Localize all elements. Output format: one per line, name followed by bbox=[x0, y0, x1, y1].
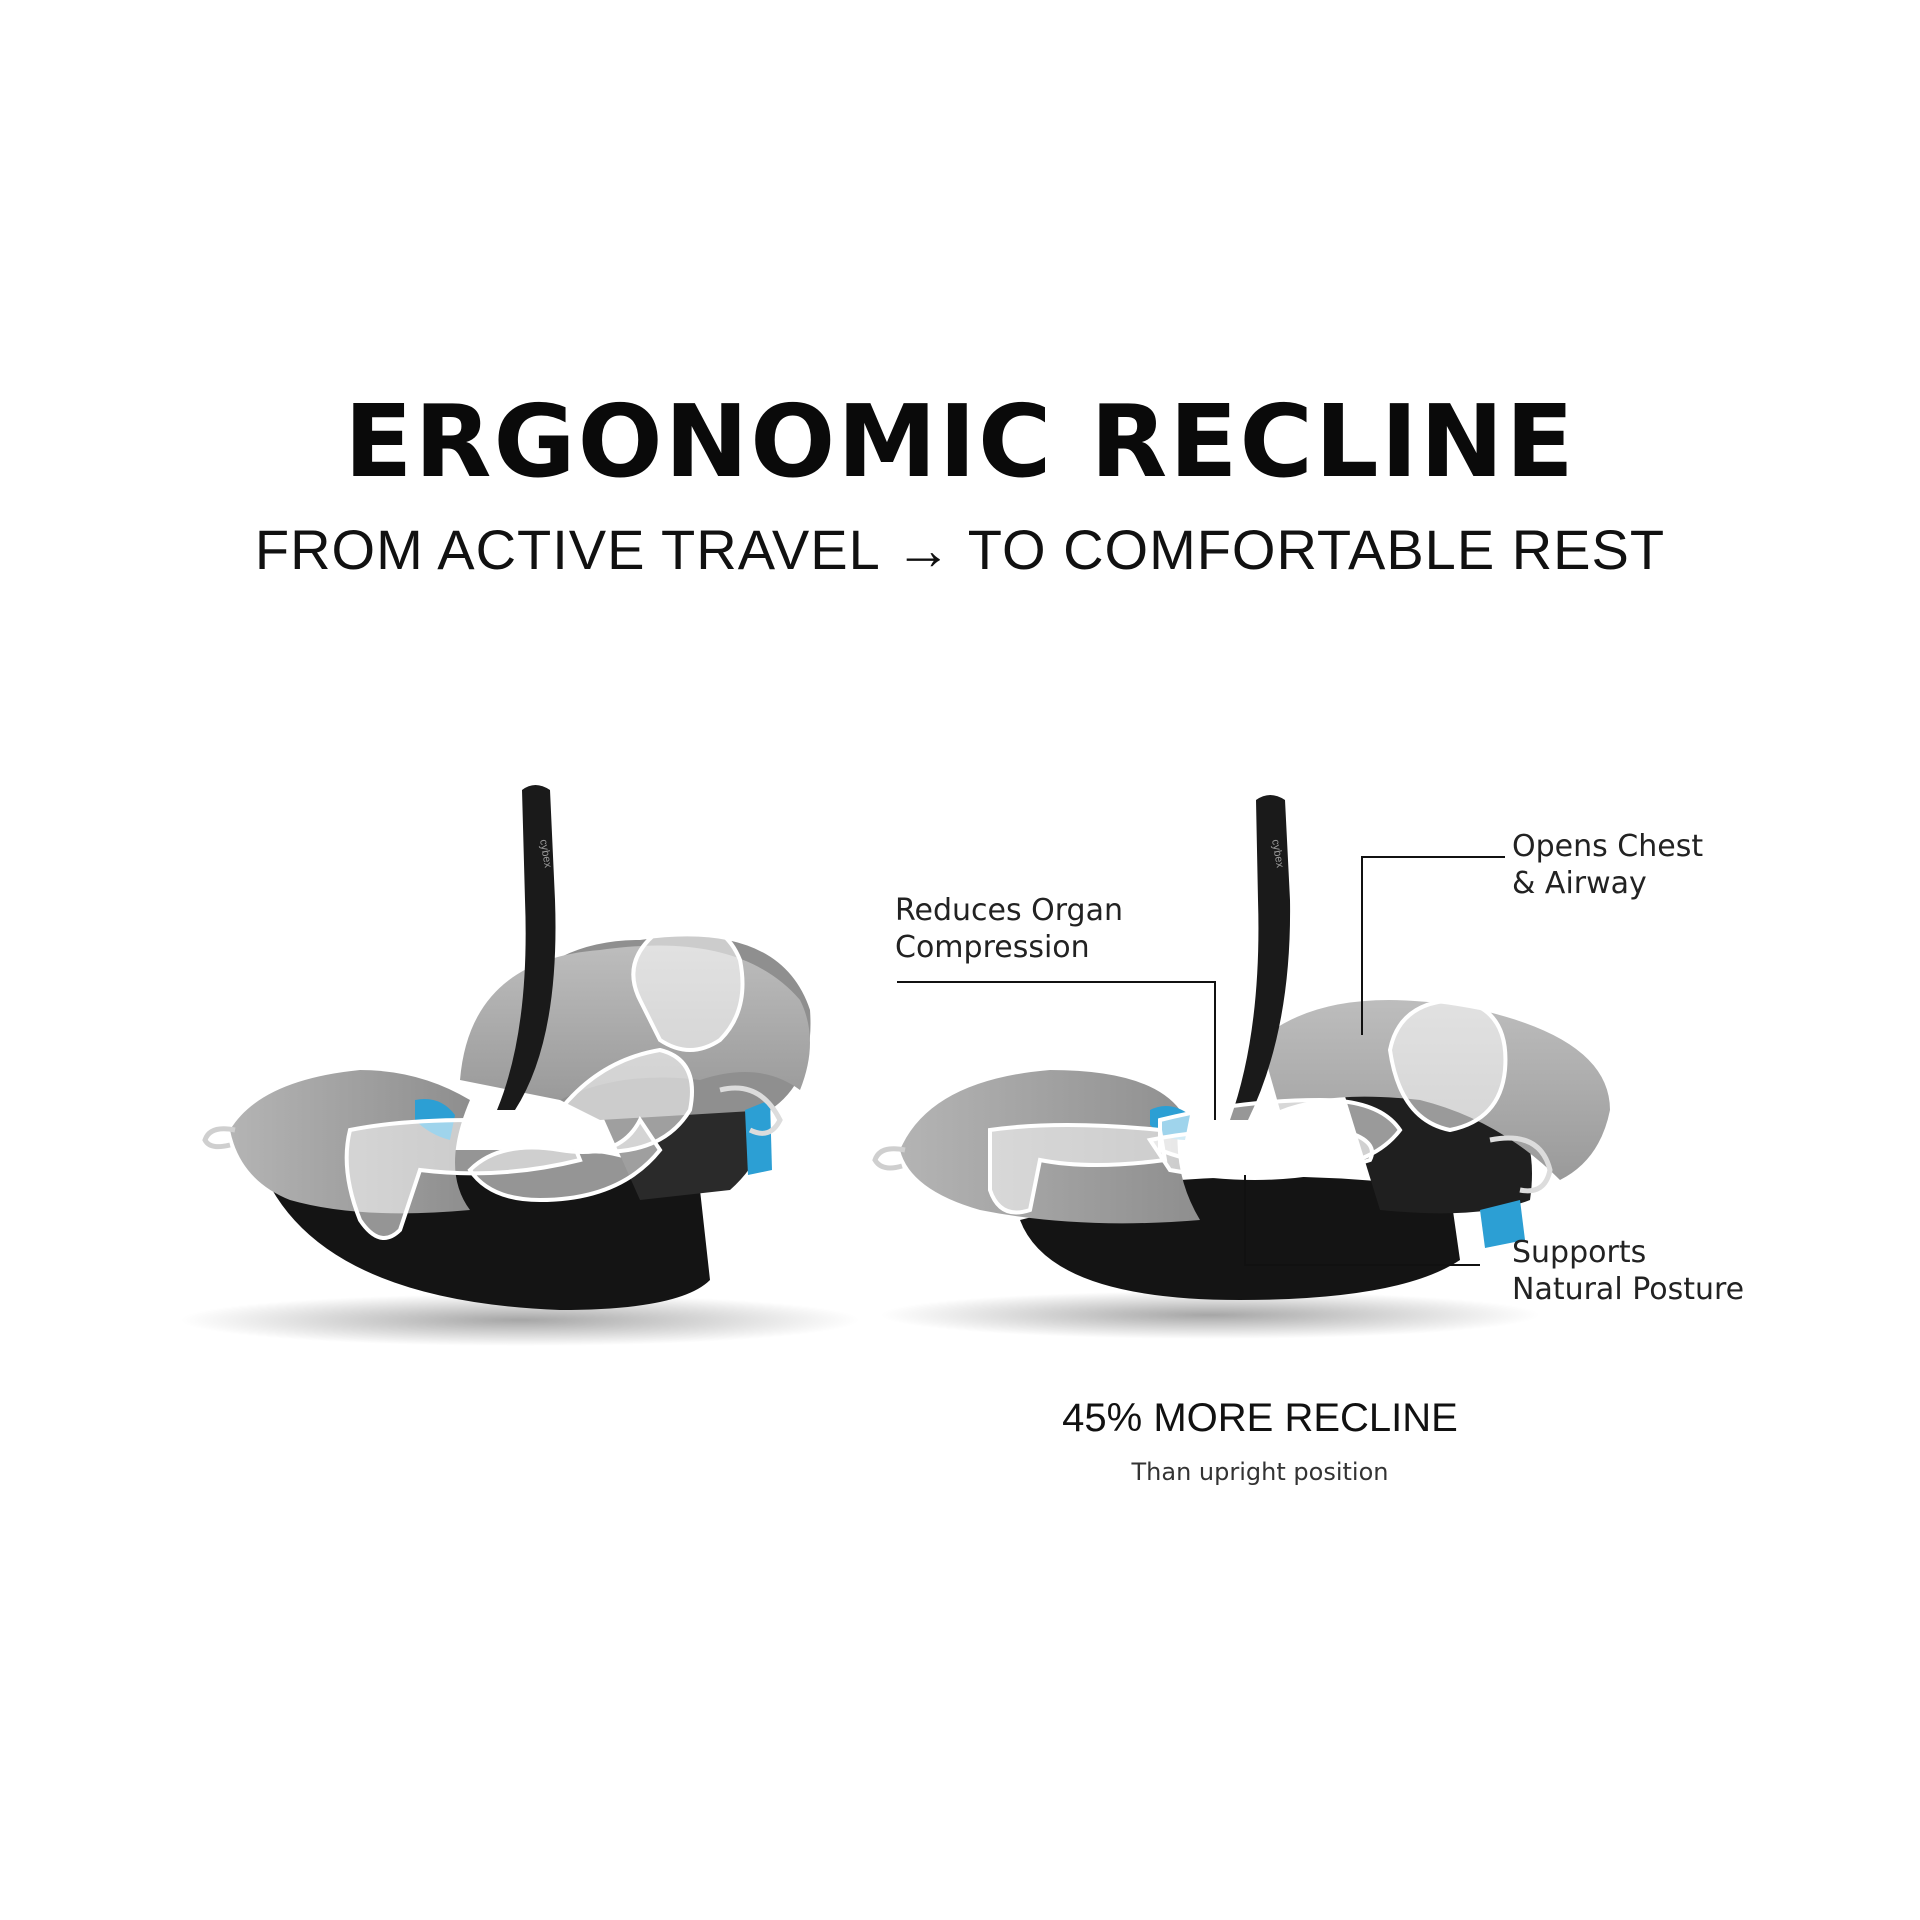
recline-stat: 45% MORE RECLINE bbox=[1062, 1396, 1458, 1440]
callout-organ: Reduces Organ Compression bbox=[895, 892, 1123, 966]
callout-organ-line2: Compression bbox=[895, 930, 1090, 965]
leader-organ bbox=[897, 981, 1216, 1120]
recline-stat-caption: Than upright position bbox=[1131, 1458, 1389, 1486]
car-seat-upright: cybex bbox=[180, 785, 860, 1346]
brand-mark: cybex bbox=[537, 838, 554, 869]
callout-posture-line1: Supports bbox=[1512, 1235, 1647, 1270]
brand-mark-2: cybex bbox=[1269, 838, 1286, 869]
baby-outline-reclined bbox=[988, 997, 1508, 1215]
subheadline: FROM ACTIVE TRAVEL → TO COMFORTABLE REST bbox=[254, 518, 1666, 581]
callout-leaders bbox=[897, 856, 1505, 1266]
headline: ERGONOMIC RECLINE bbox=[344, 383, 1576, 500]
car-seat-reclined: cybex bbox=[872, 795, 1610, 1339]
leader-posture bbox=[1244, 1175, 1480, 1266]
baby-outline-upright bbox=[344, 922, 745, 1240]
leader-chest bbox=[1361, 856, 1505, 1035]
callout-organ-line1: Reduces Organ bbox=[895, 893, 1123, 928]
callout-posture: Supports Natural Posture bbox=[1512, 1234, 1744, 1308]
callout-chest: Opens Chest & Airway bbox=[1512, 828, 1703, 902]
callout-chest-line1: Opens Chest bbox=[1512, 829, 1704, 864]
callout-posture-line2: Natural Posture bbox=[1512, 1272, 1745, 1307]
callout-chest-line2: & Airway bbox=[1512, 866, 1647, 901]
